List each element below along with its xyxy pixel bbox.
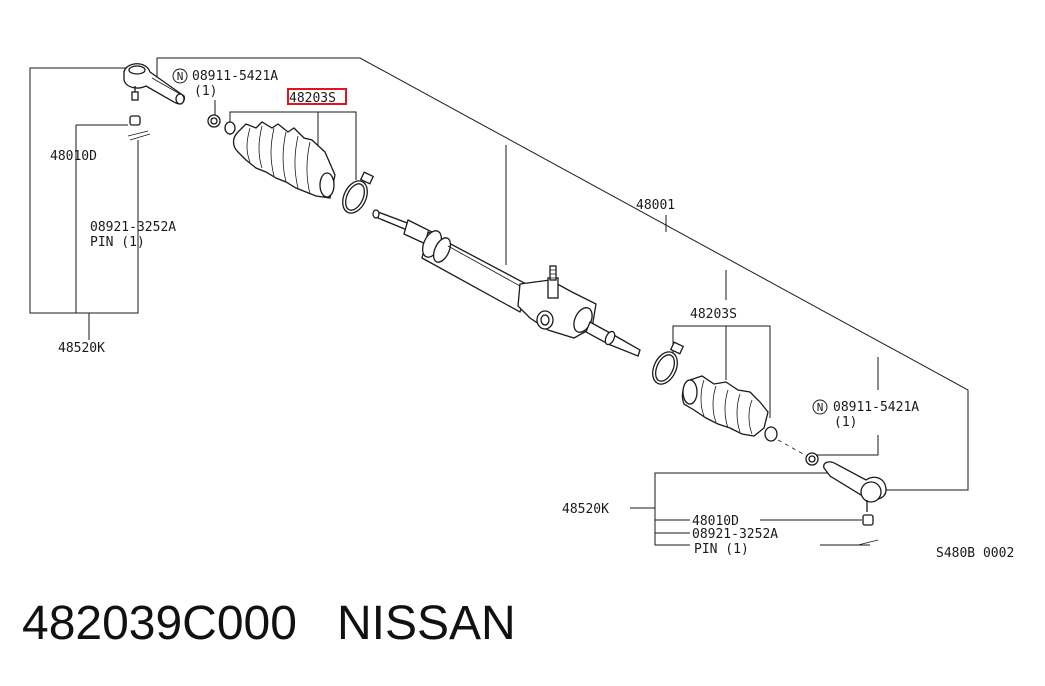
clamp-top [342, 171, 375, 214]
brand-name: NISSAN [336, 597, 516, 650]
label-nut-qty-top: (1) [194, 84, 217, 99]
label-end-bottom[interactable]: 48520K [562, 502, 609, 517]
selected-part-highlight [287, 88, 347, 105]
label-nut-bottom[interactable]: 48010D [692, 514, 739, 529]
steering-rack-diagram: N N 08911-5421A (1) 48203S 48010D 08921-… [29, 57, 1014, 561]
label-boot-top[interactable]: 48203S [289, 91, 336, 106]
label-boot-bottom[interactable]: 48203S [690, 307, 737, 322]
lock-nut-top [207, 114, 236, 135]
part-number: 482039C000 [22, 597, 297, 650]
label-end-top[interactable]: 48520K [58, 341, 105, 356]
n-marker-bottom: N [812, 399, 828, 415]
label-nut-code-top[interactable]: 08911-5421A [192, 69, 278, 84]
label-nut-qty-bottom: (1) [834, 415, 857, 430]
label-pin-top: PIN (1) [90, 235, 145, 250]
castle-nut-top [127, 115, 151, 141]
n-marker-top: N [172, 68, 188, 84]
label-pin-bottom: PIN (1) [694, 542, 749, 557]
clamp-bottom [652, 341, 685, 385]
diagram-reference: S480B 0002 [936, 546, 1014, 561]
lock-nut-bottom [805, 452, 819, 466]
label-pin-code-top[interactable]: 08921-3252A [90, 220, 176, 235]
svg-text:N: N [817, 401, 824, 414]
part-caption: 482039C000 NISSAN [22, 596, 516, 651]
boot-top [232, 121, 336, 199]
steering-rack [372, 209, 641, 357]
leader-lines [29, 57, 969, 546]
label-nut-code-bottom[interactable]: 08911-5421A [833, 400, 919, 415]
label-pin-code-bottom[interactable]: 08921-3252A [692, 527, 778, 542]
label-rack[interactable]: 48001 [636, 198, 675, 213]
svg-text:N: N [177, 70, 184, 83]
label-nut-top[interactable]: 48010D [50, 149, 97, 164]
boot-bottom [681, 375, 806, 456]
tie-rod-end-top [123, 63, 186, 105]
tie-rod-end-bottom [823, 461, 887, 546]
